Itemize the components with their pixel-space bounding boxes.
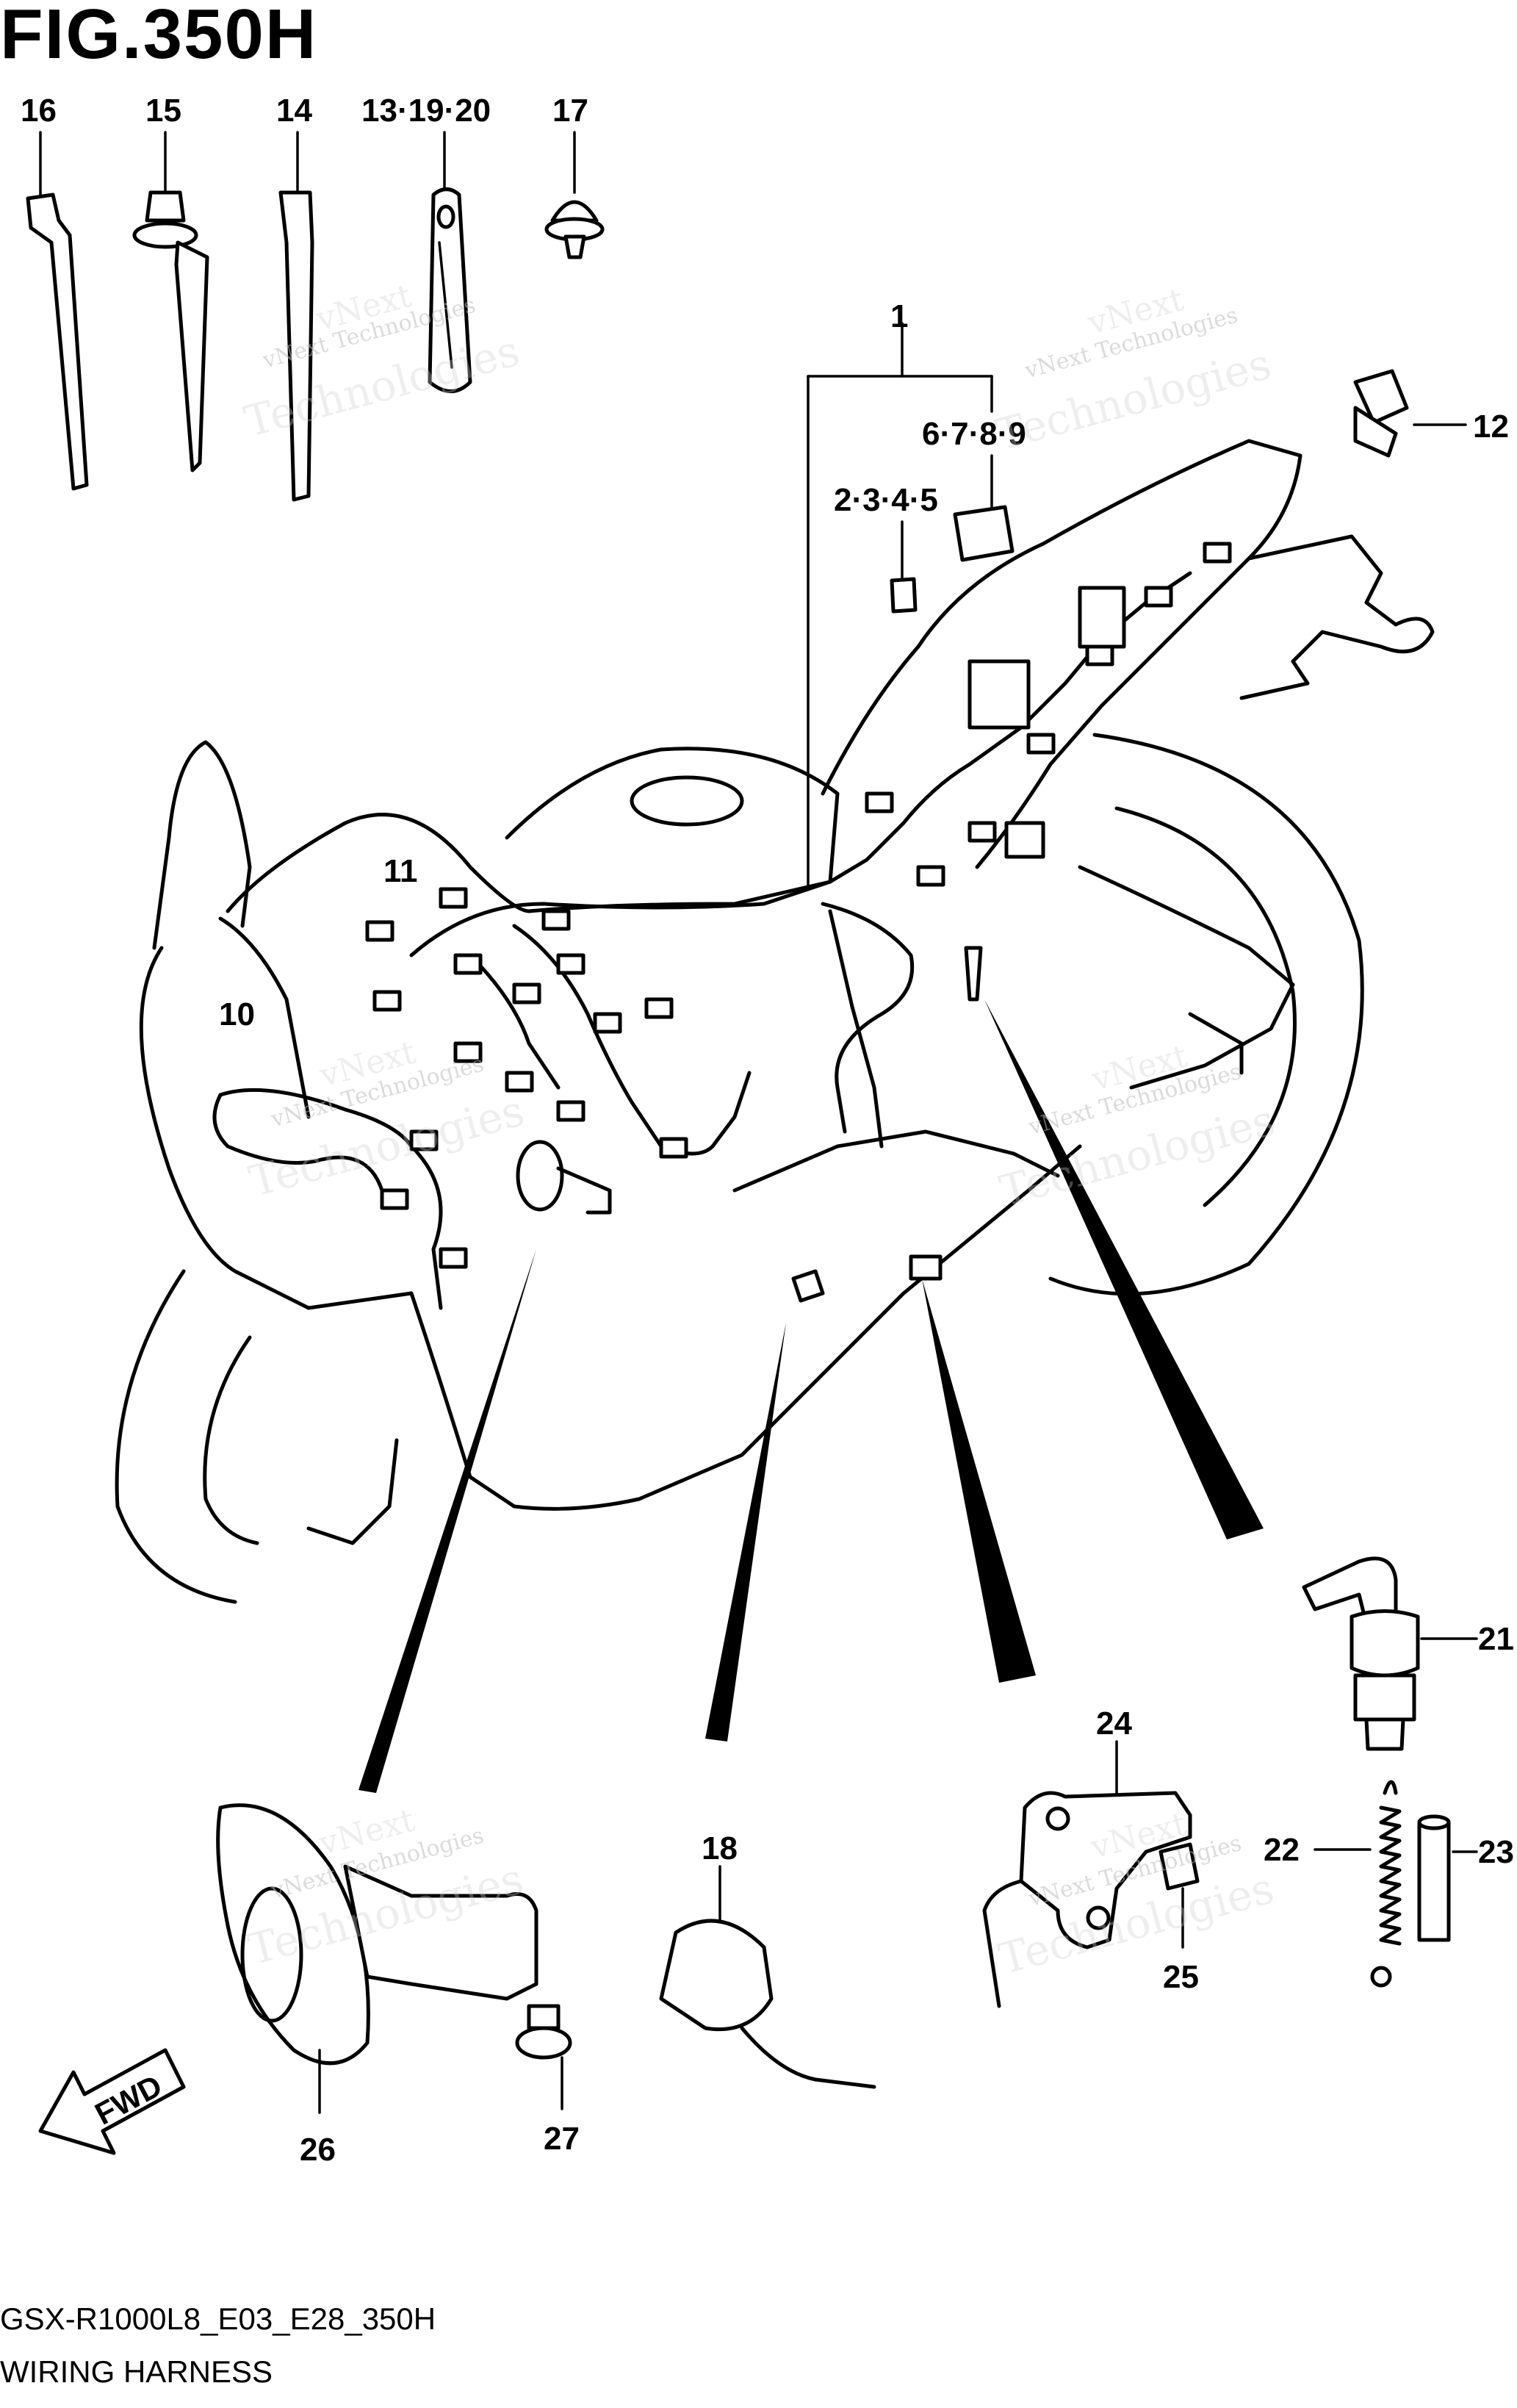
leader-switch-21 — [984, 999, 1264, 1539]
callout-15: 15 — [145, 93, 181, 129]
part-18-sensor — [659, 1865, 876, 2089]
part-22-spring — [1314, 1780, 1402, 1988]
callout-23: 23 — [1478, 1834, 1514, 1870]
callout-2-3-4-5: 2·3·4·5 — [834, 482, 938, 518]
fwd-arrow: FWD — [38, 2048, 186, 2155]
part-23-pin — [1417, 1814, 1478, 1942]
callout-13-19-20: 13·19·20 — [361, 93, 491, 129]
part-13-clamp — [428, 131, 472, 393]
callout-11: 11 — [383, 853, 418, 889]
callout-6-7-8-9: 6·7·8·9 — [922, 416, 1026, 452]
part-27-bolt — [515, 2004, 572, 2110]
part-21-switch — [1302, 1556, 1478, 1751]
callout-25: 25 — [1163, 1959, 1199, 1995]
motorcycle-outline — [115, 439, 1435, 1604]
callout-22: 22 — [1264, 1832, 1300, 1868]
callout-27: 27 — [544, 2121, 580, 2157]
part-15-clamp — [132, 131, 209, 472]
part-17-rivet — [544, 131, 605, 259]
leader-sensor-18 — [705, 1323, 786, 1742]
figure-footer: GSX-R1000L8_E03_E28_350H WIRING HARNESS — [0, 2293, 436, 2398]
part-16-cable-tie — [26, 131, 89, 491]
part-24-switch — [982, 1740, 1200, 2008]
callout-14: 14 — [276, 93, 312, 129]
model-code: GSX-R1000L8_E03_E28_350H — [0, 2301, 436, 2336]
callout-1: 1 — [890, 298, 908, 334]
callout-17: 17 — [552, 93, 588, 129]
part-26-horn — [216, 1803, 538, 2114]
callout-18: 18 — [702, 1830, 738, 1866]
callout-21: 21 — [1478, 1621, 1514, 1657]
callout-26: 26 — [300, 2132, 336, 2168]
watermark-1: vNext Technologies vNext Technologies — [239, 277, 525, 447]
callout-12: 12 — [1473, 409, 1509, 445]
figure-title: FIG.350H — [0, 0, 318, 73]
watermark-2: vNext Technologies vNext Technologies — [991, 281, 1276, 460]
callout-24: 24 — [1096, 1706, 1132, 1742]
part-12-connector — [1353, 369, 1467, 458]
leader-switch-24 — [922, 1279, 1036, 1683]
callout-10: 10 — [219, 996, 255, 1032]
callout-16: 16 — [21, 93, 57, 129]
figure-subtitle: WIRING HARNESS — [0, 2354, 273, 2389]
part-14-cable-tie — [278, 131, 314, 502]
leader-horn — [358, 1249, 536, 1793]
